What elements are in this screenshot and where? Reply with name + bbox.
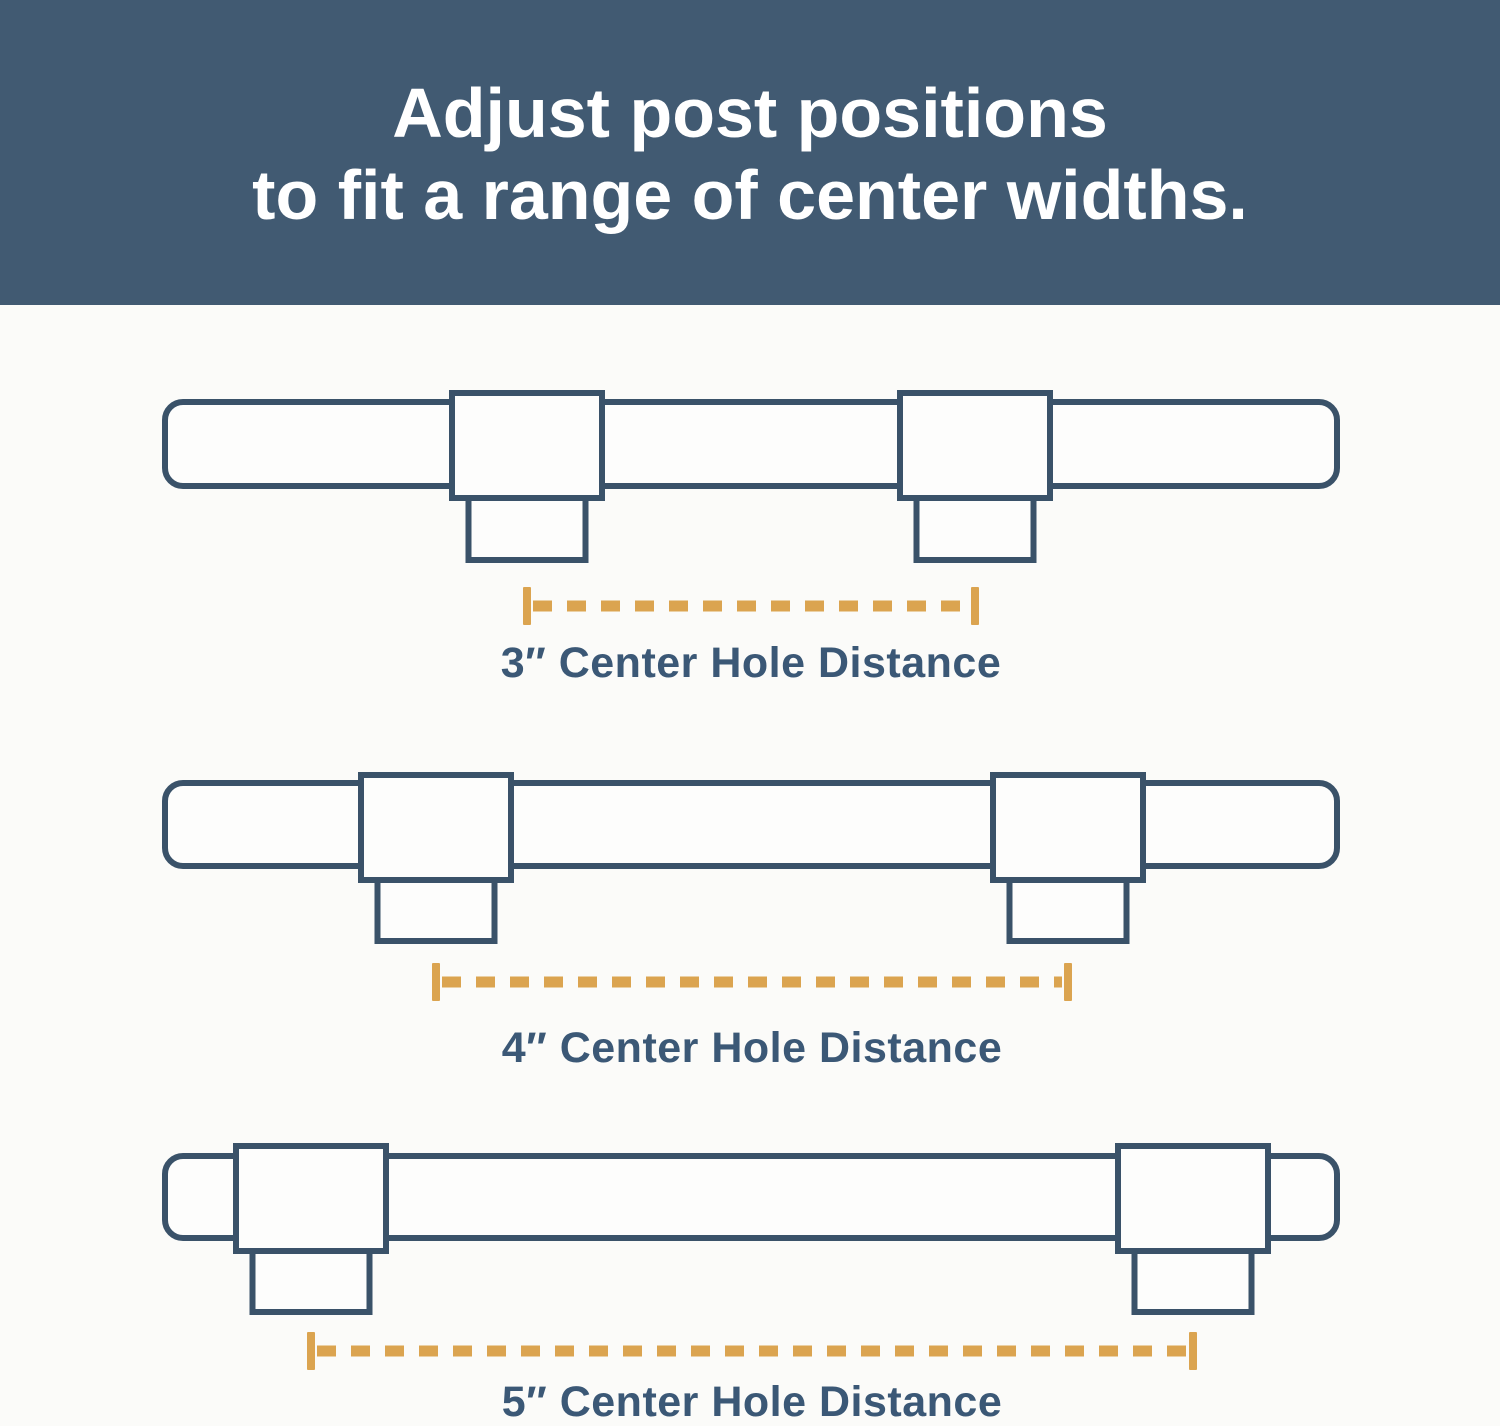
dimension-end-tick [971,587,979,625]
dimension-end-tick [1064,963,1072,1001]
post-stem [374,873,498,944]
handle-diagram-3-inch: 3″ Center Hole Distance [162,390,1340,687]
handle-bar [162,1153,1340,1241]
post-stem [465,491,589,563]
handle-diagram-5-inch: 5″ Center Hole Distance [162,1143,1340,1426]
center-distance-label: 3″ Center Hole Distance [501,639,1001,687]
center-distance-label: 4″ Center Hole Distance [502,1024,1002,1072]
dimension-end-tick [1189,1332,1197,1370]
dimension-end-tick [523,587,531,625]
post-stem [1131,1244,1255,1315]
center-distance-label: 5″ Center Hole Distance [502,1378,1002,1426]
mounting-post [990,772,1146,883]
handle-bar [162,780,1340,869]
post-stem [249,1244,373,1315]
title-line-1: Adjust post positions [392,74,1108,152]
mounting-post [358,772,514,883]
dimension-end-tick [432,963,440,1001]
post-stem [913,491,1037,563]
post-stem [1006,873,1130,944]
dimension-end-tick [307,1332,315,1370]
title-line-2: to fit a range of center widths. [252,156,1248,234]
mounting-post [1115,1143,1271,1254]
mounting-post [897,390,1053,501]
mounting-post [449,390,605,501]
handle-bar [162,399,1340,489]
mounting-post [233,1143,389,1254]
header-banner: Adjust post positions to fit a range of … [0,0,1500,305]
handle-diagram-4-inch: 4″ Center Hole Distance [162,772,1340,1072]
